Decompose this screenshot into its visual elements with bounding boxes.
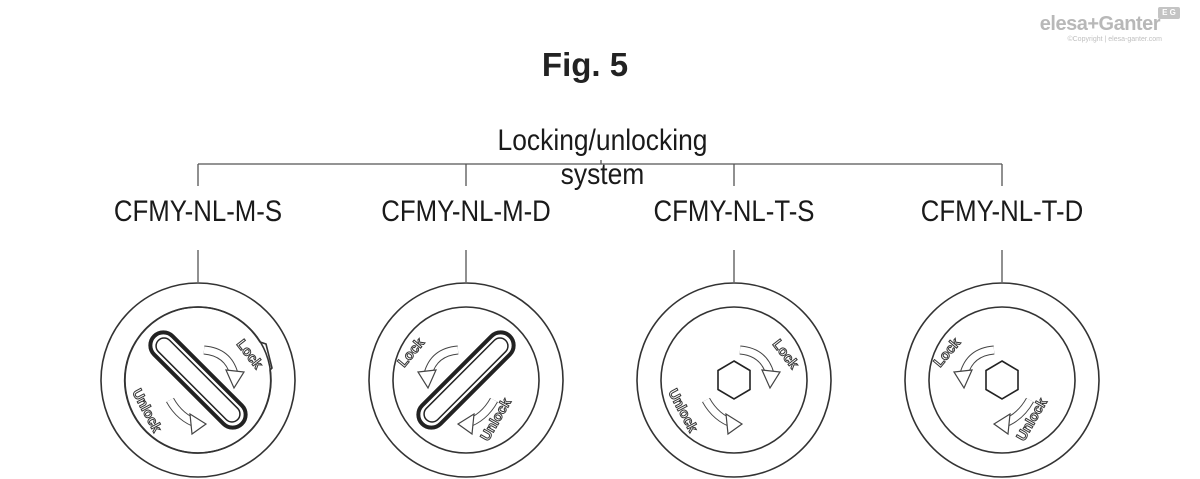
lock-arrow [203,345,246,390]
knob-t-s: Lock Unlock [636,282,832,478]
slot-shape [148,330,248,430]
lock-arrow [416,345,459,390]
variant-label-4: CFMY-NL-T-D [920,195,1084,228]
logo-text: elesa+Ganter [1039,13,1161,35]
hex-socket [717,360,751,400]
logo-copyright: ©Copyright | elesa-ganter.com [1067,36,1162,43]
knob-m-d: Lock Unlock [368,282,564,478]
variant-label-2: CFMY-NL-M-D [381,195,551,228]
variant-label-1: CFMY-NL-M-S [113,195,283,228]
elesa-ganter-logo: E G elesa+Ganter ©Copyright | elesa-gant… [1020,3,1190,43]
hex-socket [985,360,1019,400]
unlock-arrow [166,397,208,436]
knob-t-d: Lock Unlock [904,282,1100,478]
lock-arrow [952,345,995,390]
variant-label-3: CFMY-NL-T-S [653,195,815,228]
knob-m-s: Lock Unlock [100,282,296,478]
unlock-arrow [992,397,1034,436]
unlock-arrow [702,397,744,436]
figure-title: Fig. 5 [541,46,629,83]
slot-shape [416,330,516,430]
lock-arrow [739,345,782,390]
unlock-arrow [456,397,498,436]
logo-badge: E G [1158,7,1180,19]
